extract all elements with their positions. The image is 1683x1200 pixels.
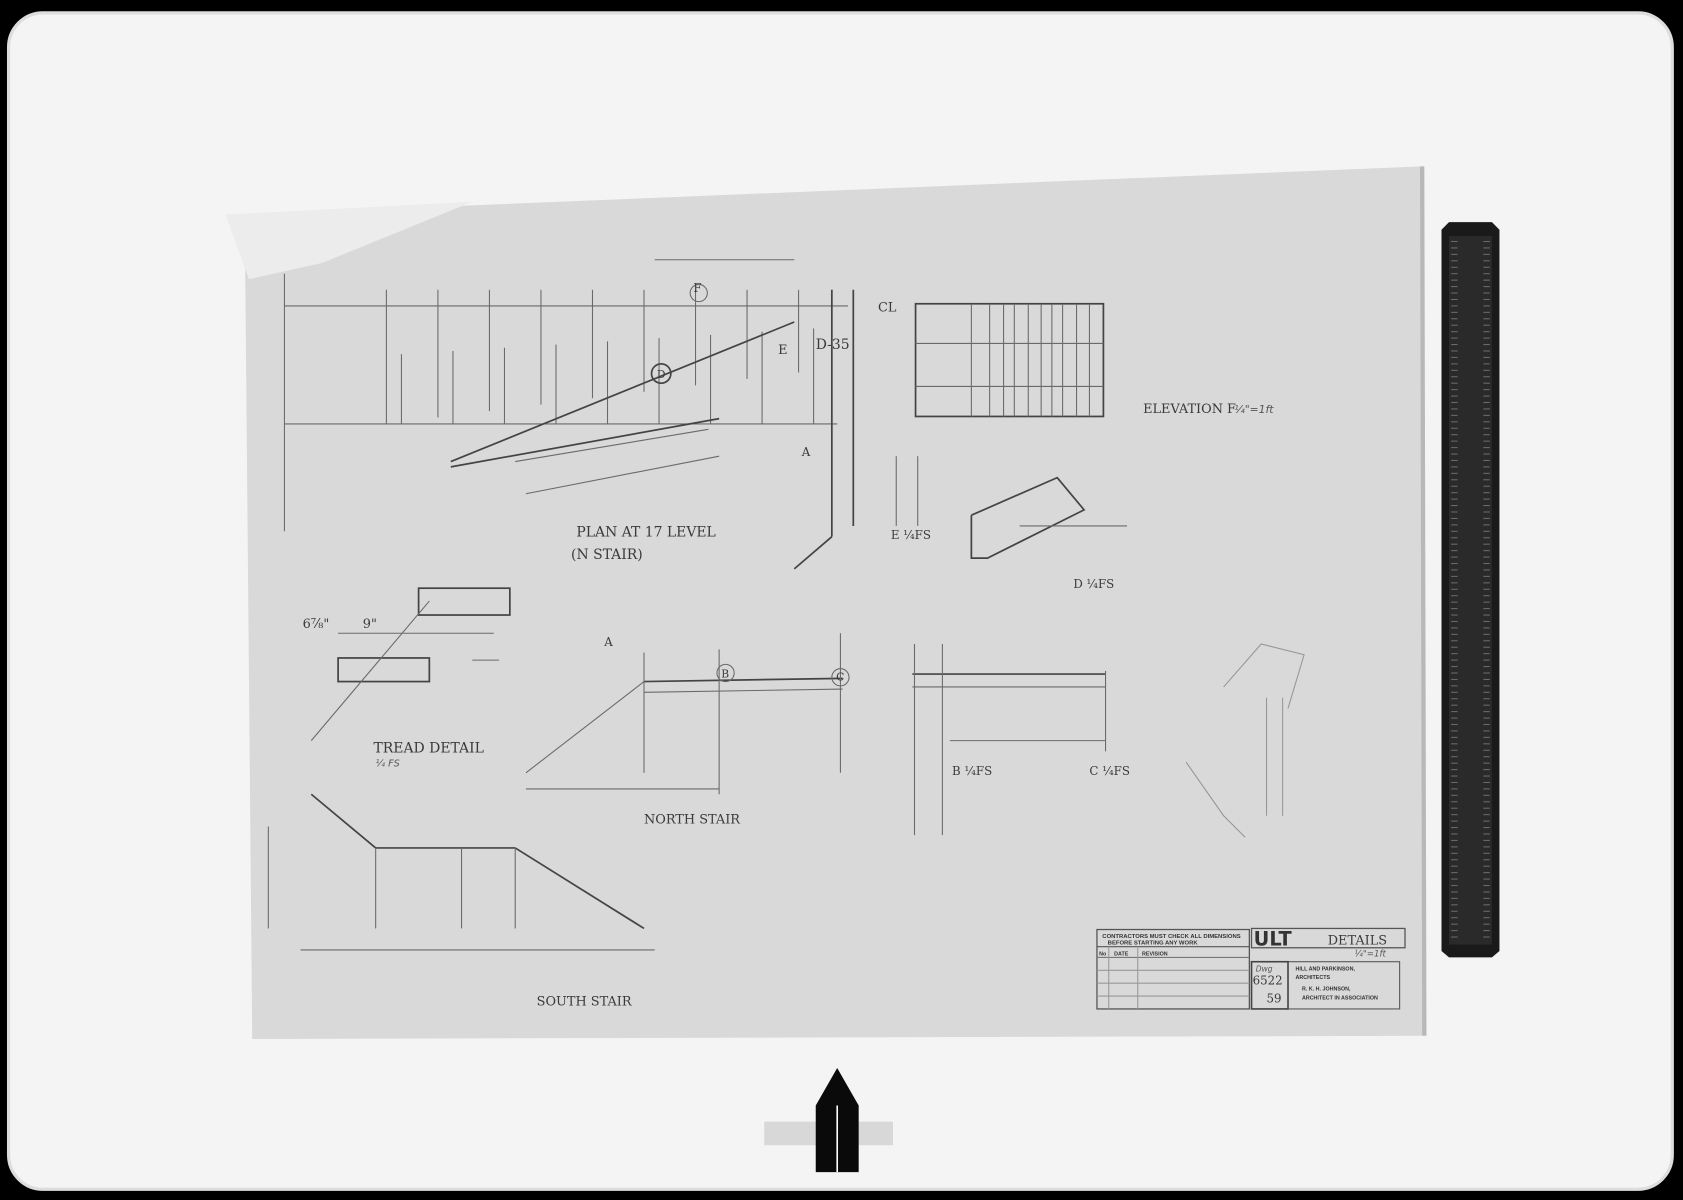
pointer-marker [764, 1067, 894, 1173]
project-logo: ULT [1254, 928, 1293, 951]
elevation-drawing [914, 302, 1105, 418]
title-block: CONTRACTORS MUST CHECK ALL DIMENSIONS BE… [1096, 928, 1406, 1010]
pencil-sketch [1185, 643, 1305, 838]
section-mark-c: C [836, 671, 844, 684]
tread-height-dim: 6⅞" [303, 617, 330, 632]
plan-drawing [283, 259, 855, 570]
elevation-scale: ¼"=1ft [1234, 403, 1274, 416]
plan-subtitle: (N STAIR) [571, 547, 643, 563]
drawing-label: Dwg [1256, 964, 1273, 973]
sheet-number: 59 [1267, 992, 1282, 1006]
associate-title: ARCHITECT IN ASSOCIATION [1302, 995, 1378, 1001]
section-mark-d35: D-35 [816, 337, 850, 353]
folded-corner [225, 201, 473, 280]
south-stair-drawing [267, 793, 655, 951]
section-mark-e-scale: E ¼FS [891, 528, 931, 542]
job-number: 6522 [1253, 973, 1283, 987]
section-mark-a: A [603, 635, 613, 649]
section-d-drawing [895, 456, 1128, 559]
architect-name: HILL AND PARKINSON, [1296, 966, 1356, 972]
col-no: No [1099, 951, 1107, 957]
sheet-title: DETAILS [1328, 934, 1387, 949]
plan-title: PLAN AT 17 LEVEL [576, 525, 715, 541]
associate-name: R. K. H. JOHNSON, [1302, 987, 1351, 993]
tread-depth-dim: 9" [363, 617, 377, 632]
scale-ruler [1441, 222, 1500, 958]
section-mark-b-scale: B ¼FS [952, 764, 992, 778]
section-mark-b: B [721, 667, 729, 680]
details-b-c-drawing [912, 644, 1107, 836]
section-mark-a-plan: A [801, 445, 811, 459]
centerline-mark: CL [878, 300, 897, 315]
south-stair-title: SOUTH STAIR [537, 995, 632, 1010]
section-mark-c-scale: C ¼FS [1089, 764, 1129, 778]
sheet-scale: ¼"=1ft [1355, 948, 1387, 959]
tread-detail-scale: ¼ FS [376, 757, 400, 769]
section-mark-d: D [657, 368, 666, 381]
col-date: DATE [1114, 951, 1129, 957]
col-revision: REVISION [1142, 951, 1168, 957]
north-stair-title: NORTH STAIR [644, 812, 740, 827]
tread-detail-drawing [310, 587, 511, 741]
warning-line-2: BEFORE STARTING ANY WORK [1108, 941, 1199, 947]
section-mark-f: F [693, 281, 701, 295]
section-mark-e: E [778, 343, 787, 358]
tread-detail-title: TREAD DETAIL [374, 740, 484, 756]
north-stair-drawing [525, 633, 850, 795]
elevation-title: ELEVATION F [1143, 402, 1236, 417]
warning-line-1: CONTRACTORS MUST CHECK ALL DIMENSIONS [1102, 934, 1240, 940]
architect-title: ARCHITECTS [1296, 975, 1331, 981]
section-mark-d-scale: D ¼FS [1073, 577, 1114, 591]
drawing-labels: PLAN AT 17 LEVEL (N STAIR) ELEVATION F ¼… [303, 281, 1275, 1010]
drawing-sheet [225, 166, 1427, 1039]
